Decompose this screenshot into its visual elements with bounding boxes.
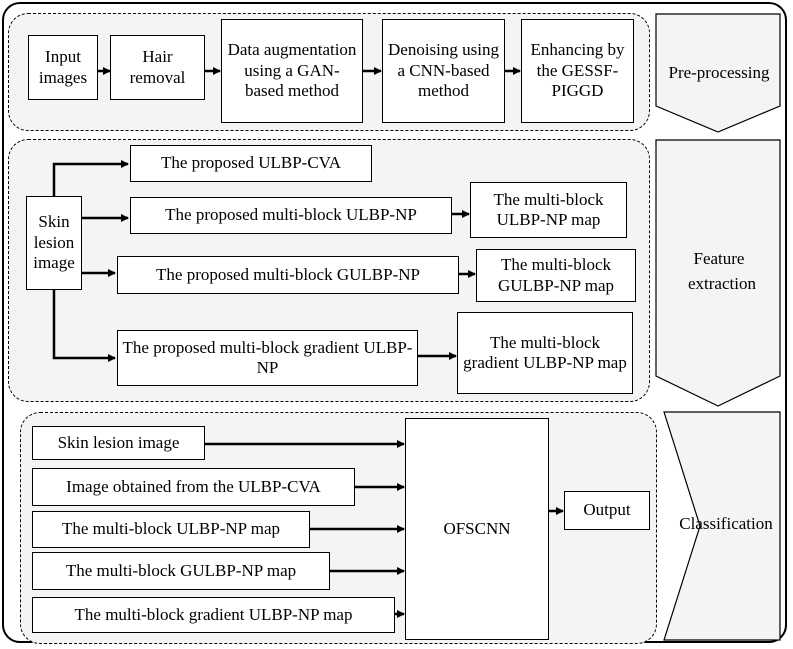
input-images-text: Input images [38, 47, 88, 87]
data-augmentation-box: Data augmentation using a GAN-based meth… [221, 19, 363, 123]
class-input-skin-lesion-box: Skin lesion image [32, 426, 205, 460]
classification-label: Classification [679, 514, 773, 533]
multi-block-gulbp-np-box: The proposed multi-block GULBP-NP [117, 256, 459, 294]
data-augmentation-text: Data augmentation using a GAN-based meth… [227, 40, 357, 101]
class-input-ulbp-np-map-text: The multi-block ULBP-NP map [62, 519, 280, 539]
ulbp-cva-text: The proposed ULBP-CVA [160, 153, 342, 173]
enhancing-text: Enhancing by the GESSF-PIGGD [530, 40, 625, 101]
class-input-skin-lesion-text: Skin lesion image [57, 432, 180, 452]
multi-block-gradient-ulbp-np-box: The proposed multi-block gradient ULBP-N… [117, 330, 418, 386]
preprocessing-label: Pre-processing [668, 63, 770, 82]
class-input-gradient-map-box: The multi-block gradient ULBP-NP map [32, 597, 395, 633]
gradient-ulbp-np-map-box: The multi-block gradient ULBP-NP map [457, 312, 633, 394]
gulbp-np-map-text: The multi-block GULBP-NP map [497, 255, 614, 295]
input-images-box: Input images [28, 35, 98, 100]
ulbp-np-map-box: The multi-block ULBP-NP map [470, 182, 627, 238]
ulbp-np-map-text: The multi-block ULBP-NP map [493, 189, 604, 229]
skin-lesion-image-text: Skin lesion image [33, 212, 75, 273]
ulbp-cva-box: The proposed ULBP-CVA [130, 145, 372, 182]
enhancing-box: Enhancing by the GESSF-PIGGD [521, 19, 634, 123]
class-input-ulbp-cva-box: Image obtained from the ULBP-CVA [32, 468, 355, 506]
multi-block-ulbp-np-box: The proposed multi-block ULBP-NP [130, 197, 452, 234]
class-input-gulbp-np-map-text: The multi-block GULBP-NP map [65, 560, 297, 580]
multi-block-gulbp-np-text: The proposed multi-block GULBP-NP [156, 264, 420, 284]
skin-lesion-image-box: Skin lesion image [26, 196, 82, 290]
hair-removal-text: Hair removal [129, 47, 186, 87]
denoising-text: Denoising using a CNN-based method [388, 40, 499, 101]
feature-extraction-label: Feature extraction [688, 249, 756, 293]
class-input-gulbp-np-map-box: The multi-block GULBP-NP map [32, 552, 330, 590]
output-box: Output [564, 491, 650, 530]
output-text: Output [583, 500, 631, 520]
gulbp-np-map-box: The multi-block GULBP-NP map [476, 249, 636, 302]
gradient-ulbp-np-map-text: The multi-block gradient ULBP-NP map [463, 332, 627, 372]
class-input-ulbp-np-map-box: The multi-block ULBP-NP map [32, 511, 310, 548]
multi-block-ulbp-np-text: The proposed multi-block ULBP-NP [165, 205, 417, 225]
hair-removal-box: Hair removal [110, 35, 205, 100]
denoising-box: Denoising using a CNN-based method [382, 19, 505, 123]
multi-block-gradient-ulbp-np-text: The proposed multi-block gradient ULBP-N… [122, 337, 413, 377]
class-input-gradient-map-text: The multi-block gradient ULBP-NP map [74, 604, 353, 624]
ofscnn-box: OFSCNN [405, 418, 549, 640]
ofscnn-text: OFSCNN [443, 518, 511, 538]
class-input-ulbp-cva-text: Image obtained from the ULBP-CVA [66, 476, 321, 496]
